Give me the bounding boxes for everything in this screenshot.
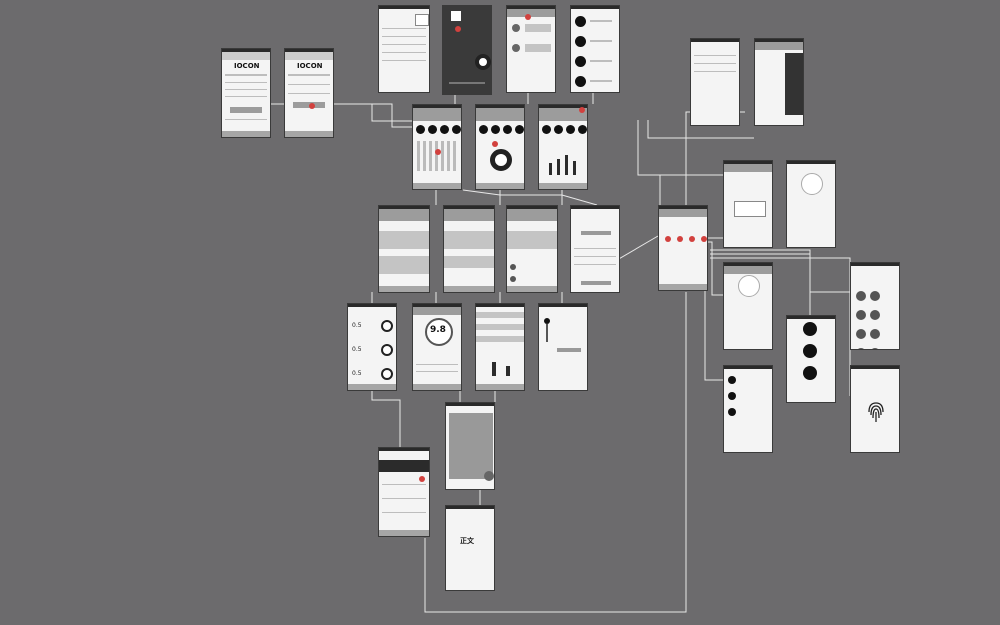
screen-bar-chart[interactable] (538, 104, 588, 190)
screen-friends[interactable] (723, 365, 773, 453)
screen-photo[interactable] (445, 402, 495, 490)
screen-drawer[interactable] (442, 5, 492, 95)
screen-list-c[interactable] (506, 205, 558, 293)
screen-hub[interactable] (658, 205, 708, 291)
screen-sliders[interactable] (538, 303, 588, 391)
screen-popup[interactable] (723, 160, 773, 248)
screen-calendar[interactable] (412, 104, 462, 190)
screen-coins[interactable] (850, 262, 900, 350)
screen-gauge[interactable]: 9.8 (412, 303, 462, 391)
screen-login-b[interactable]: IOCON (284, 48, 334, 138)
screen-profile-b[interactable] (723, 262, 773, 350)
dollar-coin-icon (854, 287, 894, 349)
screen-ring-progress[interactable] (475, 104, 525, 190)
logo-text-right: IOCON (297, 62, 323, 70)
gauge-value: 9.8 (430, 325, 446, 335)
screen-article[interactable]: 正文 (445, 505, 495, 591)
screen-list-b[interactable] (443, 205, 495, 293)
screen-profile-a[interactable] (786, 160, 836, 248)
screen-chat[interactable] (506, 5, 556, 93)
screen-avatars[interactable] (786, 315, 836, 403)
screen-menu-list[interactable] (378, 5, 430, 93)
screen-cards[interactable] (754, 38, 804, 126)
stat-value-3: 0.5 (352, 370, 362, 377)
screen-contacts[interactable] (570, 5, 620, 93)
login-button[interactable] (230, 107, 262, 113)
article-title: 正文 (460, 537, 474, 545)
screen-stats-list[interactable]: 0.5 0.5 0.5 (347, 303, 397, 391)
screen-table[interactable] (378, 447, 430, 537)
screen-toggles[interactable] (690, 38, 740, 126)
screen-list-a[interactable] (378, 205, 430, 293)
stat-value-1: 0.5 (352, 322, 362, 329)
fingerprint-icon (868, 402, 884, 422)
stat-value-2: 0.5 (352, 346, 362, 353)
screen-settings-form[interactable] (570, 205, 620, 293)
screen-chart-detail[interactable] (475, 303, 525, 391)
screen-fingerprint[interactable] (850, 365, 900, 453)
logo-text-left: IOCON (234, 62, 260, 70)
screen-login-a[interactable]: IOCON (221, 48, 271, 138)
